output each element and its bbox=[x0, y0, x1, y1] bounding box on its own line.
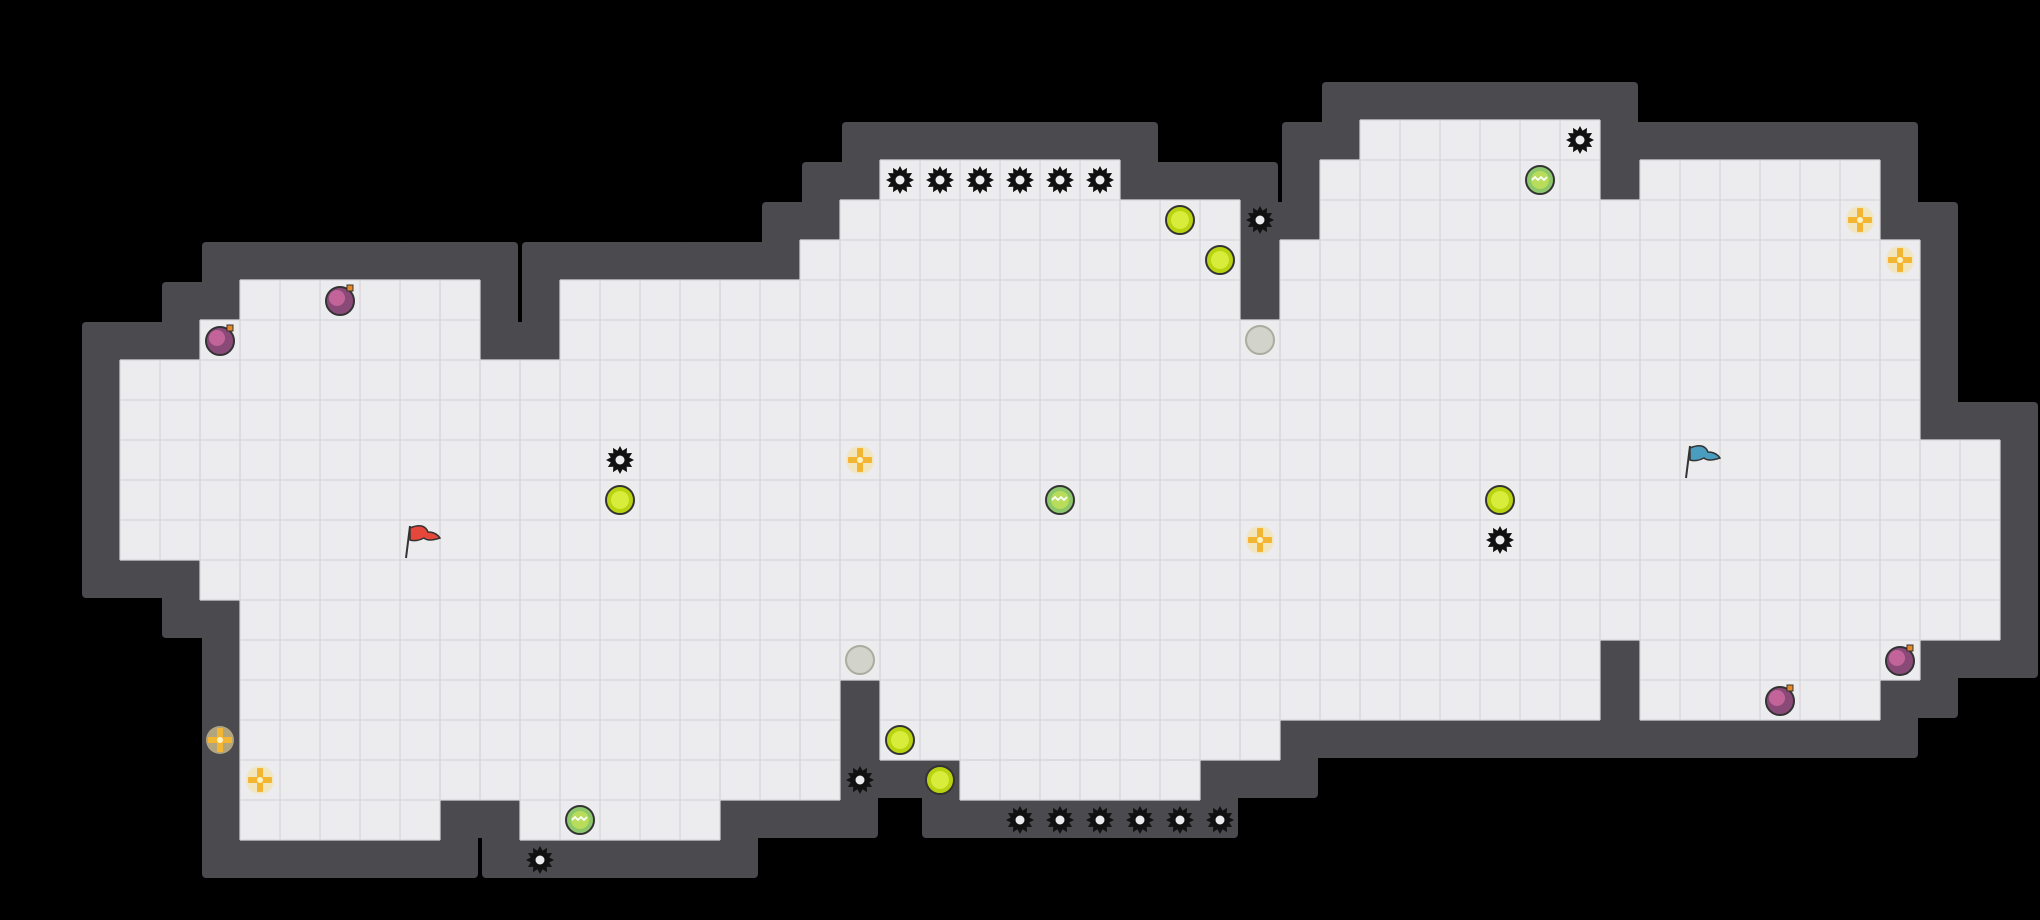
spike-icon bbox=[1246, 206, 1274, 234]
spike-icon bbox=[1566, 126, 1594, 154]
boost-pad bbox=[925, 765, 955, 795]
team-boost-pad bbox=[1525, 165, 1555, 195]
spike-icon bbox=[1046, 806, 1074, 834]
spike-icon bbox=[966, 166, 994, 194]
bomb-icon bbox=[205, 324, 235, 356]
spike-icon bbox=[606, 446, 634, 474]
spike-icon bbox=[886, 166, 914, 194]
boost-pad bbox=[885, 725, 915, 755]
powerup-icon bbox=[206, 726, 234, 754]
red-goal-flag bbox=[405, 525, 442, 559]
spike-icon bbox=[1046, 166, 1074, 194]
grid-layer bbox=[119, 119, 2001, 841]
powerup-icon bbox=[846, 446, 874, 474]
floor-tile bbox=[200, 320, 240, 600]
team-boost-pad bbox=[1045, 485, 1075, 515]
button-pad bbox=[1245, 325, 1275, 355]
entity-layer bbox=[205, 126, 1915, 874]
spike-icon bbox=[1006, 166, 1034, 194]
boost-pad bbox=[1205, 245, 1235, 275]
spike-icon bbox=[1206, 806, 1234, 834]
spike-icon bbox=[1486, 526, 1514, 554]
boost-pad bbox=[1485, 485, 1515, 515]
floor-tile bbox=[480, 360, 520, 800]
spike-icon bbox=[1086, 806, 1114, 834]
spike-icon bbox=[1086, 166, 1114, 194]
floor-tile bbox=[1600, 200, 1640, 640]
spike-icon bbox=[1166, 806, 1194, 834]
bomb-icon bbox=[1765, 684, 1795, 716]
spike-icon bbox=[926, 166, 954, 194]
button-pad bbox=[845, 645, 875, 675]
powerup-icon bbox=[1246, 526, 1274, 554]
boost-pad bbox=[605, 485, 635, 515]
powerup-icon bbox=[246, 766, 274, 794]
powerup-icon bbox=[1886, 246, 1914, 274]
spike-icon bbox=[1006, 806, 1034, 834]
blue-goal-flag bbox=[1685, 445, 1722, 479]
bomb-icon bbox=[1885, 644, 1915, 676]
boost-pad bbox=[1165, 205, 1195, 235]
team-boost-pad bbox=[565, 805, 595, 835]
powerup-icon bbox=[1846, 206, 1874, 234]
spike-icon bbox=[1126, 806, 1154, 834]
floor-tile bbox=[440, 280, 480, 800]
floor-tile bbox=[1880, 240, 1920, 680]
spike-icon bbox=[526, 846, 554, 874]
spike-icon bbox=[846, 766, 874, 794]
bomb-icon bbox=[325, 284, 355, 316]
